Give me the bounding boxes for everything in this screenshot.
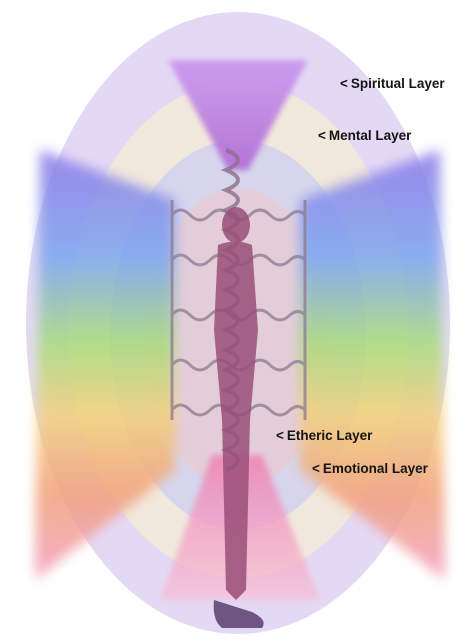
pointer-arrow: < — [312, 461, 320, 476]
etheric-layer-label-box: <Etheric Layer — [276, 428, 426, 452]
emotional-layer-label: <Emotional Layer — [312, 461, 472, 476]
spiritual-layer-label: <Spiritual Layer — [340, 76, 476, 91]
emotional-layer-label-box: <Emotional Layer — [312, 461, 472, 485]
etheric-layer-label: <Etheric Layer — [276, 428, 426, 443]
mental-layer-label-box: <Mental Layer — [318, 128, 458, 152]
spiritual-layer-label-box: <Spiritual Layer — [340, 76, 476, 100]
pointer-arrow: < — [276, 428, 284, 443]
pointer-arrow: < — [340, 76, 348, 91]
mental-layer-label: <Mental Layer — [318, 128, 458, 143]
pointer-arrow: < — [318, 128, 326, 143]
